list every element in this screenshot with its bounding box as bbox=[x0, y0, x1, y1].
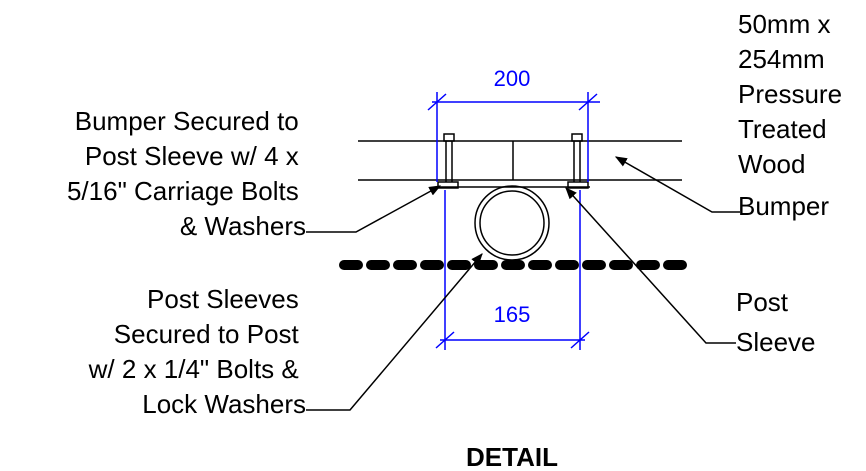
dimension-bottom-label: 165 bbox=[494, 302, 531, 327]
label-bumper-secured: Bumper Secured to Post Sleeve w/ 4 x 5/1… bbox=[67, 106, 306, 241]
dimension-top bbox=[427, 92, 600, 182]
leader-post-sleeve bbox=[565, 187, 736, 344]
label-line: Pressure bbox=[738, 79, 842, 109]
label-line: 50mm x bbox=[738, 9, 830, 39]
label-line: Secured to Post bbox=[114, 319, 300, 349]
label-line: Bumper Secured to bbox=[75, 106, 299, 136]
post-circle bbox=[474, 185, 550, 261]
leader-bumper-secured bbox=[306, 185, 442, 233]
label-line: Post Sleeves bbox=[147, 284, 299, 314]
label-line: Lock Washers bbox=[142, 389, 306, 419]
detail-title: DETAIL bbox=[466, 442, 558, 471]
label-post-sleeve: Post Sleeve bbox=[736, 287, 816, 357]
leader-wood-bumper bbox=[614, 156, 740, 213]
label-line: w/ 2 x 1/4" Bolts & bbox=[88, 354, 299, 384]
label-line: & Washers bbox=[180, 211, 306, 241]
label-line: Sleeve bbox=[736, 327, 816, 357]
label-wood-bumper: 50mm x 254mm Pressure Treated Wood Bumpe… bbox=[738, 9, 849, 221]
label-line: Post bbox=[736, 287, 789, 317]
leader-post-sleeves-secured bbox=[306, 253, 483, 411]
label-line: Bumper bbox=[738, 191, 829, 221]
dimension-top-label: 200 bbox=[494, 66, 531, 91]
label-line: Wood bbox=[738, 149, 805, 179]
label-line: Treated bbox=[738, 114, 827, 144]
label-line: 5/16" Carriage Bolts bbox=[67, 176, 299, 206]
carriage-bolt-right bbox=[567, 133, 589, 189]
label-line: 254mm bbox=[738, 44, 825, 74]
carriage-bolt-left bbox=[437, 133, 459, 189]
dimension-bottom bbox=[435, 190, 590, 350]
wood-bumper bbox=[358, 140, 682, 181]
label-line: Post Sleeve w/ 4 x bbox=[85, 141, 299, 171]
label-post-sleeves-secured: Post Sleeves Secured to Post w/ 2 x 1/4"… bbox=[88, 284, 306, 419]
